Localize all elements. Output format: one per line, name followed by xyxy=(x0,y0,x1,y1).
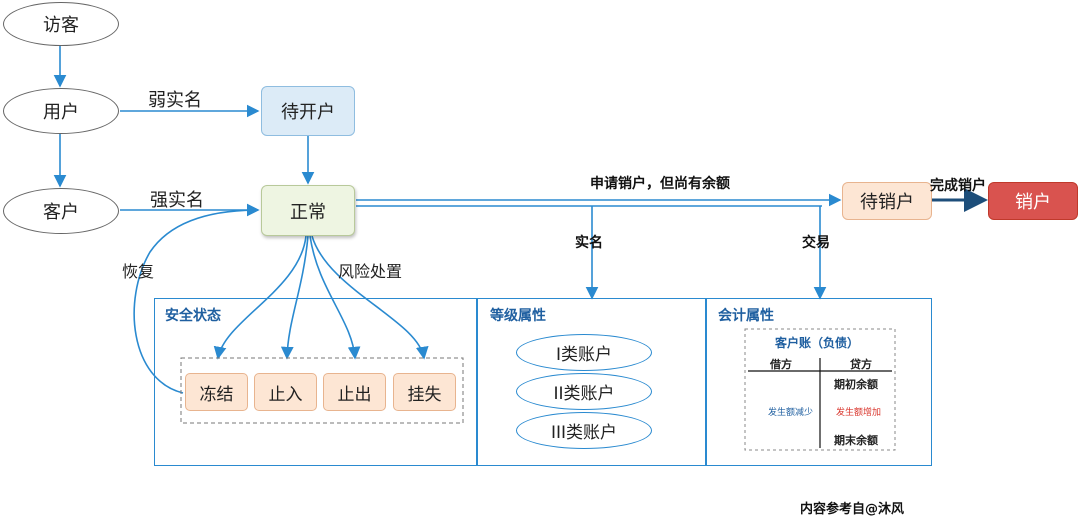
node-closed-label: 销户 xyxy=(1015,192,1051,213)
node-closed: 销户 xyxy=(988,182,1078,220)
node-user: 用户 xyxy=(3,88,119,134)
node-user-label: 用户 xyxy=(43,102,79,123)
opening-balance: 期初余额 xyxy=(834,378,878,391)
level-title: 等级属性 xyxy=(490,308,546,324)
edge-risk-stop-in xyxy=(280,235,309,360)
label-apply-close: 申请销户，但尚有余额 xyxy=(590,176,730,192)
level-class-1: I类账户 xyxy=(516,334,652,371)
status-freeze: 冻结 xyxy=(185,373,248,411)
panel-level xyxy=(477,298,706,466)
node-customer: 客户 xyxy=(3,188,119,234)
label-restore: 恢复 xyxy=(122,262,155,281)
level-class-3: III类账户 xyxy=(516,412,652,449)
footer-credit: 内容参考自@沐风 xyxy=(800,502,905,517)
node-pending-open-label: 待开户 xyxy=(281,102,335,123)
edge-risk-stop-out xyxy=(309,235,361,360)
security-title: 安全状态 xyxy=(165,308,221,324)
status-report-lost: 挂失 xyxy=(393,373,456,411)
edge-risk-lost xyxy=(311,235,429,360)
level-class-2: II类账户 xyxy=(516,373,652,410)
accounting-table-border xyxy=(744,328,896,451)
node-visitor: 访客 xyxy=(3,2,119,46)
label-weak-realname: 弱实名 xyxy=(148,90,202,111)
node-pending-close-label: 待销户 xyxy=(860,192,914,213)
label-strong-realname: 强实名 xyxy=(150,190,204,211)
node-customer-label: 客户 xyxy=(43,202,79,223)
debit-label: 借方 xyxy=(770,358,792,371)
node-normal-label: 正常 xyxy=(290,201,326,223)
edge-risk-freeze xyxy=(213,235,307,360)
edge-restore xyxy=(133,203,260,394)
decrease-label: 发生额减少 xyxy=(768,408,814,418)
credit-label: 贷方 xyxy=(850,358,872,371)
status-group-border xyxy=(180,357,464,424)
node-pending-open: 待开户 xyxy=(261,86,355,136)
increase-label: 发生额增加 xyxy=(836,408,882,418)
label-transaction: 交易 xyxy=(802,235,830,251)
label-realname: 实名 xyxy=(575,235,603,251)
status-stop-out: 止出 xyxy=(323,373,386,411)
label-risk-handling: 风险处置 xyxy=(338,262,403,281)
closing-balance: 期末余额 xyxy=(834,434,878,447)
panel-security xyxy=(154,298,477,466)
status-stop-in: 止入 xyxy=(254,373,317,411)
node-pending-close: 待销户 xyxy=(842,182,932,220)
accounting-title: 会计属性 xyxy=(718,308,774,324)
node-visitor-label: 访客 xyxy=(43,15,79,36)
label-complete-close: 完成销户 xyxy=(930,178,986,194)
node-normal: 正常 xyxy=(261,185,355,236)
account-title: 客户账（负债） xyxy=(775,336,860,350)
panel-accounting xyxy=(706,298,932,466)
